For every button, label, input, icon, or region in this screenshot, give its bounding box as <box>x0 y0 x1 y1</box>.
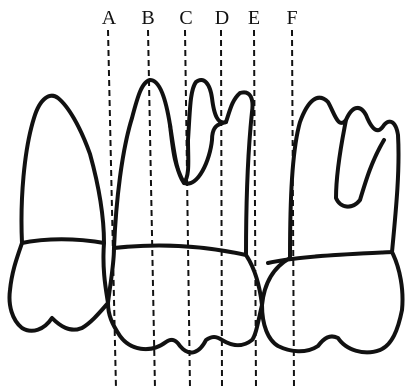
tooth-middle-furcation <box>170 122 226 184</box>
tooth-left-outline <box>10 96 109 331</box>
tooth-left-cej-line <box>22 239 104 243</box>
label-a: A <box>102 7 117 29</box>
tooth-right-outline <box>262 98 403 353</box>
section-line-b <box>148 30 155 389</box>
label-d: D <box>215 7 229 29</box>
label-c: C <box>179 7 192 29</box>
section-line-d <box>221 30 222 389</box>
tooth-right-furcation <box>336 120 384 207</box>
section-line-c <box>185 30 190 389</box>
tooth-right-cej-line <box>268 252 392 263</box>
label-b: B <box>141 7 154 29</box>
tooth-middle <box>108 80 262 353</box>
tooth-left <box>10 96 109 331</box>
tooth-middle-outline <box>108 80 262 353</box>
tooth-right <box>262 98 403 353</box>
label-e: E <box>248 7 260 29</box>
tooth-middle-cej-line <box>114 246 246 255</box>
label-f: F <box>286 7 297 29</box>
